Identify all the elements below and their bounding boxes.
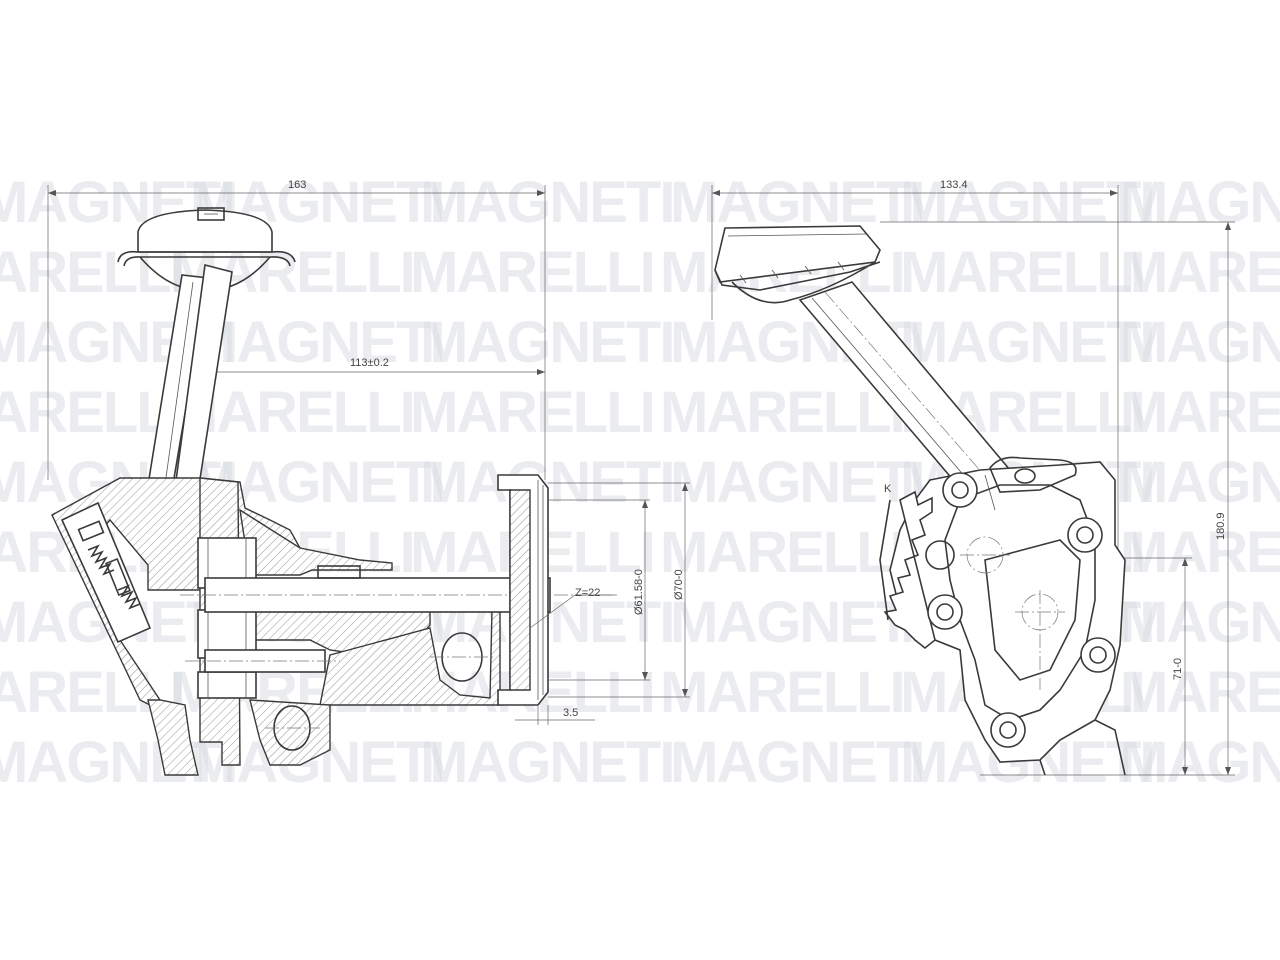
tooth-count-label: Z=22 [529,587,615,629]
watermark-text: MAGNETI [670,590,923,655]
dim-overall-height: 180.9 [880,221,1235,776]
bolt [990,712,1026,748]
dim-offset: 3.5 [515,705,595,725]
watermark-text: MAGNETI [1120,450,1280,515]
dim-overall-width-left: 163 [47,179,546,480]
dim-label: 180.9 [1215,512,1227,540]
dim-label: Ø61.58-0 [633,569,645,615]
view-label: K [884,483,892,495]
watermark-text: MARELLI [660,380,904,445]
sprocket-profile [879,490,955,650]
dim-label: Z=22 [575,587,600,599]
strainer-cap [117,207,296,291]
watermark-text: MARELLI [1120,520,1280,585]
tube-clip [984,456,1077,511]
left-section-view: 163 113±0.2 [47,179,690,776]
watermark-text: MAGNETI [1120,730,1280,795]
watermark-text: MAGNETI [670,170,923,235]
watermark-text: MAGNETI [190,310,443,375]
watermark-text: MAGNETI [420,730,673,795]
dim-overall-width-right: 133.4 [711,179,1119,560]
watermark-text: MARELLI [660,660,904,725]
watermark-text: MAGNETI [1120,310,1280,375]
watermark-text: MAGNETI [420,170,673,235]
bolt [1067,517,1103,553]
pump-body-outline [889,461,1126,776]
watermark-text: MARELLI [900,240,1144,305]
sprocket-section [497,474,549,706]
relief-valve [60,501,152,644]
bolt [927,594,963,630]
watermark-text: MAGNETI [0,730,233,795]
bolt [1080,637,1116,673]
strainer-angled [714,225,881,304]
watermark-text: MARELLI [660,520,904,585]
dim-label: 133.4 [940,179,968,191]
drive-shaft [180,565,620,673]
watermark-text: MAGNETI [420,310,673,375]
mounting-hole [265,632,495,751]
dim-label: 3.5 [563,707,578,719]
watermark-text: MARELLI [410,380,654,445]
watermark-text: MAGNETI [1120,590,1280,655]
dim-label: 163 [288,179,306,191]
watermark-text: MARELLI [1120,380,1280,445]
watermark-text: MAGNETI [900,310,1153,375]
dim-diameters: Ø70-0 Ø61.58-0 [548,482,690,698]
gear-block [197,537,257,699]
watermark-text: MARELLI [1120,240,1280,305]
watermark-text: MAGNETI [900,170,1153,235]
watermark-text: MAGNETI [1120,170,1280,235]
bolt [942,472,978,508]
right-external-view: 133.4 180.9 71-0 [711,179,1235,776]
watermark-text: MAGNETI [670,730,923,795]
watermark-text: MARELLI [1120,660,1280,725]
centerlines [960,536,1065,690]
watermark-text: MAGNETI [670,450,923,515]
dim-label: 113±0.2 [350,357,389,369]
watermark-text: MARELLI [410,240,654,305]
dim-label: 71-0 [1172,658,1184,680]
dim-label: Ø70-0 [673,569,685,600]
watermark-text: MARELLI [0,380,184,445]
